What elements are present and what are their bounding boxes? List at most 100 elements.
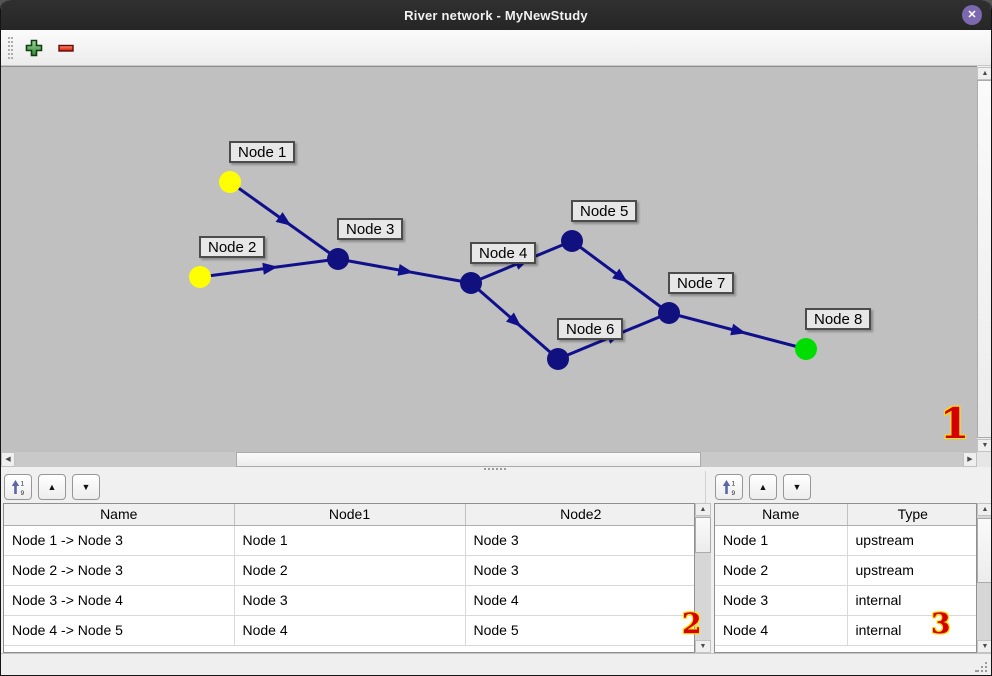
scroll-up-button[interactable]: ▲ xyxy=(977,67,991,80)
table-cell[interactable]: Node 4 xyxy=(234,615,466,646)
column-header-type[interactable]: Type xyxy=(847,504,976,526)
scrollbar-thumb[interactable] xyxy=(977,80,991,438)
network-node[interactable] xyxy=(561,230,583,252)
table-cell[interactable]: upstream xyxy=(847,525,976,556)
table-cell[interactable]: Node 3 -> Node 4 xyxy=(4,585,235,616)
scrollbar-thumb[interactable] xyxy=(977,518,991,583)
table-cell[interactable]: Node 4 xyxy=(715,615,848,646)
table-cell[interactable]: Node 3 xyxy=(715,585,848,616)
splitter-handle-icon xyxy=(484,468,506,470)
network-node[interactable] xyxy=(219,171,241,193)
edge-arrowhead-icon xyxy=(262,262,278,275)
table-cell[interactable]: Node 1 xyxy=(715,525,848,556)
scroll-down-button[interactable]: ▼ xyxy=(695,640,711,653)
triangle-up-icon: ▲ xyxy=(47,482,57,492)
node-label: Node 7 xyxy=(668,272,735,294)
table-cell[interactable]: upstream xyxy=(847,555,976,586)
table-cell[interactable]: Node 1 -> Node 3 xyxy=(4,525,235,556)
remove-node-button[interactable] xyxy=(55,37,77,59)
scroll-down-button[interactable]: ▼ xyxy=(977,640,991,653)
table-cell[interactable]: Node 3 xyxy=(465,525,694,556)
network-node[interactable] xyxy=(327,248,349,270)
node-label: Node 6 xyxy=(557,318,624,340)
resize-grip[interactable] xyxy=(975,660,987,672)
svg-text:9: 9 xyxy=(731,490,735,496)
table-cell[interactable]: Node 4 -> Node 5 xyxy=(4,615,235,646)
sort-ascending-icon: 1 9 xyxy=(722,479,735,496)
links-table-scrollbar[interactable]: ▲ ▼ xyxy=(695,503,711,653)
table-cell[interactable]: Node 4 xyxy=(465,585,694,616)
column-header-name[interactable]: Name xyxy=(4,504,235,526)
table-cell[interactable]: Node 3 xyxy=(234,585,466,616)
column-header-node2[interactable]: Node2 xyxy=(465,504,694,526)
table-cell[interactable]: Node 2 -> Node 3 xyxy=(4,555,235,586)
move-up-button[interactable]: ▲ xyxy=(38,474,66,500)
annotation-2: 2 xyxy=(681,607,703,640)
toolbar-grip-handle[interactable] xyxy=(8,36,13,59)
edge-arrowhead-icon xyxy=(612,268,628,283)
close-button[interactable]: ✕ xyxy=(962,5,982,25)
table-cell[interactable]: Node 3 xyxy=(465,555,694,586)
main-toolbar xyxy=(1,30,991,66)
network-node[interactable] xyxy=(795,338,817,360)
network-node[interactable] xyxy=(460,272,482,294)
edge-arrowhead-icon xyxy=(506,312,522,327)
node-label: Node 5 xyxy=(571,200,638,222)
scrollbar-thumb[interactable] xyxy=(695,517,711,553)
network-node[interactable] xyxy=(658,302,680,324)
network-node[interactable] xyxy=(189,266,211,288)
network-node[interactable] xyxy=(547,348,569,370)
annotation-1: 1 xyxy=(939,399,970,448)
canvas-vertical-scrollbar[interactable]: ▲ ▼ xyxy=(977,67,991,452)
table-cell[interactable]: internal xyxy=(847,585,976,616)
window-title: River network - MyNewStudy xyxy=(404,7,588,23)
triangle-down-icon: ▼ xyxy=(81,482,91,492)
scroll-down-button[interactable]: ▼ xyxy=(977,439,991,452)
scroll-up-button[interactable]: ▲ xyxy=(977,503,991,516)
column-header-name[interactable]: Name xyxy=(715,504,848,526)
table-cell[interactable]: Node 5 xyxy=(465,615,694,646)
node-label: Node 4 xyxy=(470,242,537,264)
move-down-button[interactable]: ▼ xyxy=(72,474,100,500)
sort-ascending-icon: 1 9 xyxy=(11,479,24,496)
titlebar[interactable]: River network - MyNewStudy ✕ xyxy=(1,0,991,30)
table-cell[interactable]: Node 1 xyxy=(234,525,466,556)
nodes-table-scrollbar[interactable]: ▲ ▼ xyxy=(977,503,991,653)
table-cell[interactable]: internal xyxy=(847,615,976,646)
table-cell[interactable]: Node 2 xyxy=(234,555,466,586)
svg-text:1: 1 xyxy=(20,480,24,487)
scroll-up-button[interactable]: ▲ xyxy=(695,503,711,516)
triangle-down-icon: ▼ xyxy=(792,482,802,492)
edge-arrowhead-icon xyxy=(275,212,292,226)
scroll-right-button[interactable]: ▶ xyxy=(963,452,977,467)
scrollbar-corner xyxy=(977,452,991,467)
triangle-up-icon: ▲ xyxy=(758,482,768,492)
scrollbar-thumb[interactable] xyxy=(236,452,701,467)
column-header-node1[interactable]: Node1 xyxy=(234,504,466,526)
sort-button[interactable]: 1 9 xyxy=(715,474,743,500)
annotation-3: 3 xyxy=(930,607,952,640)
links-table-toolbar: 1 9 ▲ ▼ xyxy=(4,471,106,503)
sort-button[interactable]: 1 9 xyxy=(4,474,32,500)
move-down-button[interactable]: ▼ xyxy=(783,474,811,500)
add-node-button[interactable] xyxy=(23,37,45,59)
horizontal-splitter[interactable] xyxy=(1,467,991,471)
scroll-left-button[interactable]: ◀ xyxy=(1,452,15,467)
edge-arrowhead-icon xyxy=(730,323,747,336)
canvas-horizontal-scrollbar[interactable]: ◀ ▶ xyxy=(1,452,977,467)
nodes-table-toolbar: 1 9 ▲ ▼ xyxy=(715,471,817,503)
move-up-button[interactable]: ▲ xyxy=(749,474,777,500)
table-cell[interactable]: Node 2 xyxy=(715,555,848,586)
